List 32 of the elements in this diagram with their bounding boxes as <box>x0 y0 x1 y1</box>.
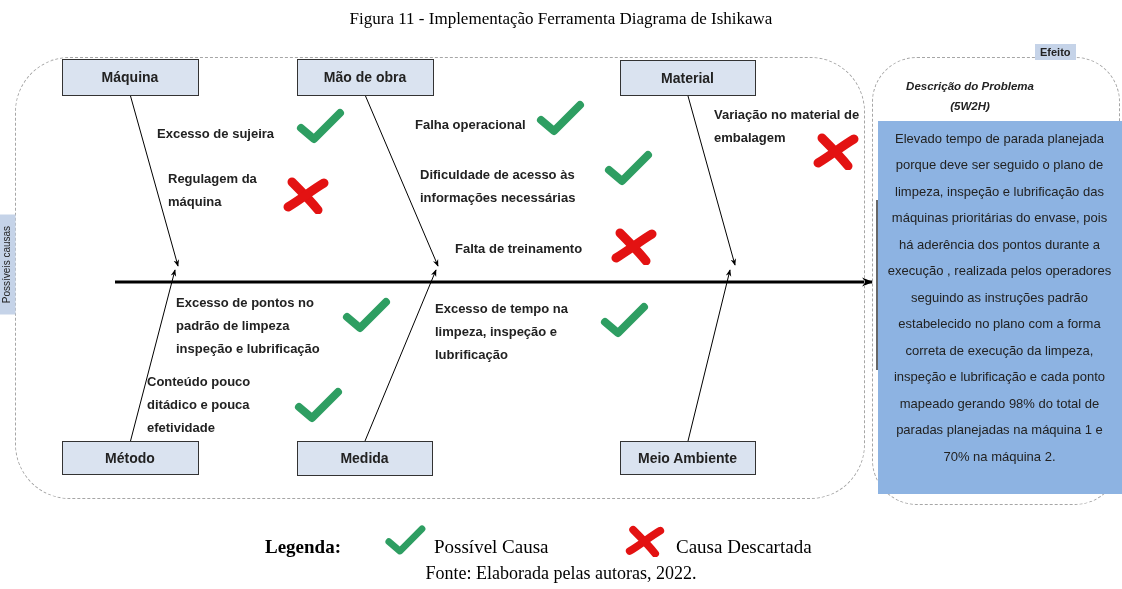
bone-arrow <box>687 269 732 442</box>
spine-arrow <box>115 277 874 287</box>
bone-arrow <box>130 95 179 267</box>
category-box: Meio Ambiente <box>619 440 756 475</box>
bone-arrow <box>365 95 439 267</box>
figure-caption: Fonte: Elaborada pelas autoras, 2022. <box>424 562 698 585</box>
problem-box <box>877 120 1122 494</box>
cause-text: Excesso de pontos no padrão de limpeza inspeção e lubrificação <box>176 294 321 358</box>
category-box: Método <box>61 440 199 475</box>
region-label: Possíveis causas <box>0 214 16 315</box>
cause-text: Falha operacional <box>415 116 526 134</box>
cause-text: Variação no material de embalagem <box>714 106 861 147</box>
legend-text: Possível Causa <box>434 535 549 559</box>
bone-arrow <box>687 95 736 266</box>
bone-arrow <box>130 269 177 442</box>
cause-text: Regulagem da máquina <box>168 170 258 211</box>
effect-tag: Efeito <box>1035 44 1076 60</box>
legend-text: Causa Descartada <box>676 535 812 559</box>
cause-text: Falta de treinamento <box>455 240 583 258</box>
problem-description: Elevado tempo de parada planejada porque deve ser seguido o plano de limpeza, inspeção e lubrificação das máquinas prioritárias do envase, pois há aderência dos pontos durante a execução , realizada pelos operadores seguindo as instruções padrão estabelecido no plano com a forma correta de execução da limpeza, inspeção e lubrificação e cada ponto mapeado gerando 98% do total de paradas planejadas na máquina 1 e 70% na máquina 2. <box>886 129 1113 466</box>
category-box: Material <box>619 59 756 96</box>
category-box: Medida <box>296 440 433 476</box>
cause-text: Excesso de sujeira <box>157 125 275 143</box>
cause-text: Conteúdo pouco ditádico e pouca efetividade <box>147 373 252 437</box>
cause-text: Dificuldade de acesso às informações necessárias <box>420 166 577 207</box>
figure-title: Figura 11 - Implementação Ferramenta Diagrama de Ishikawa <box>348 8 774 30</box>
category-box: Mão de obra <box>296 58 434 96</box>
cause-text: Excesso de tempo na limpeza, inspeção e lubrificação <box>435 300 569 364</box>
problem-heading: Descrição do Problema (5W2H) <box>905 79 1035 114</box>
category-box: Máquina <box>61 58 199 96</box>
bone-arrow <box>364 269 437 442</box>
legend-heading: Legenda: <box>265 535 341 559</box>
